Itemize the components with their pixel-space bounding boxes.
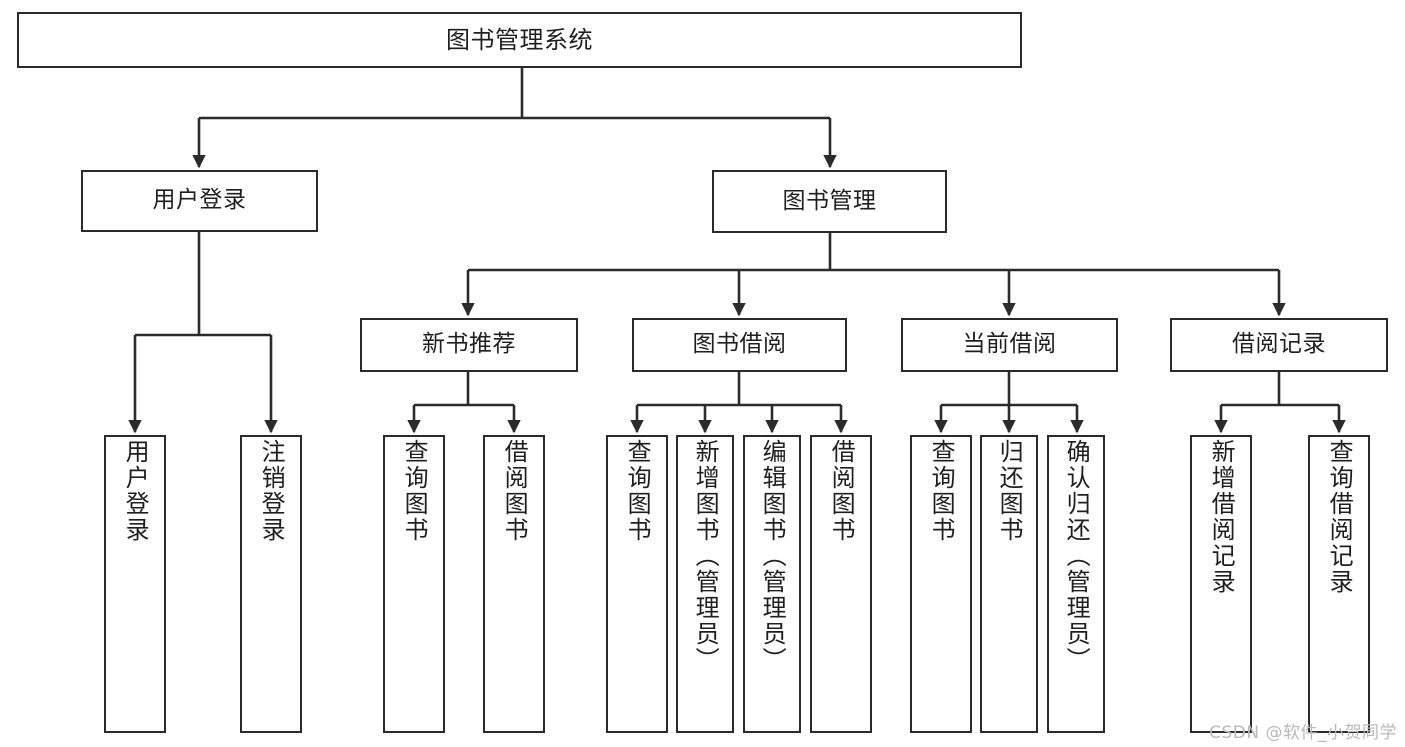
- csdn-watermark: CSDN @软件_小贺同学: [1209, 723, 1397, 743]
- node-leaf-add-book[interactable]: 新增图书（管理员）: [676, 435, 734, 733]
- node-leaf-user-logout-label: 注销登录: [257, 439, 286, 543]
- node-leaf-query-record[interactable]: 查询借阅记录: [1308, 435, 1370, 733]
- node-leaf-query-book-2[interactable]: 查询图书: [606, 435, 668, 733]
- node-borrow-record[interactable]: 借阅记录: [1170, 318, 1388, 372]
- node-leaf-add-record[interactable]: 新增借阅记录: [1190, 435, 1252, 733]
- node-leaf-edit-book[interactable]: 编辑图书（管理员）: [743, 435, 801, 733]
- node-leaf-return-book[interactable]: 归还图书: [980, 435, 1038, 733]
- node-current-borrow[interactable]: 当前借阅: [901, 318, 1118, 372]
- node-leaf-confirm-return[interactable]: 确认归还（管理员）: [1047, 435, 1105, 733]
- node-current-borrow-label: 当前借阅: [962, 331, 1057, 358]
- node-leaf-query-book-2-label: 查询图书: [623, 439, 652, 543]
- node-book-manage-label: 图书管理: [782, 187, 877, 214]
- node-leaf-edit-book-label: 编辑图书（管理员）: [758, 439, 787, 673]
- node-new-book-recommend[interactable]: 新书推荐: [360, 318, 578, 372]
- node-leaf-user-login-label: 用户登录: [121, 439, 150, 543]
- node-leaf-confirm-return-label: 确认归还（管理员）: [1062, 439, 1091, 673]
- node-leaf-borrow-book-1-label: 借阅图书: [500, 439, 529, 543]
- node-leaf-query-book-3[interactable]: 查询图书: [910, 435, 972, 733]
- node-user-login[interactable]: 用户登录: [81, 170, 318, 232]
- node-borrow-record-label: 借阅记录: [1232, 331, 1326, 358]
- node-book-manage[interactable]: 图书管理: [712, 170, 947, 233]
- node-leaf-borrow-book-1[interactable]: 借阅图书: [483, 435, 545, 733]
- node-leaf-query-book-1-label: 查询图书: [400, 439, 429, 543]
- node-book-borrow-label: 图书借阅: [692, 331, 787, 358]
- node-leaf-borrow-book-2-label: 借阅图书: [827, 439, 856, 543]
- node-leaf-user-logout[interactable]: 注销登录: [240, 435, 302, 733]
- node-leaf-add-book-label: 新增图书（管理员）: [691, 439, 720, 673]
- node-new-book-recommend-label: 新书推荐: [422, 331, 516, 358]
- node-leaf-return-book-label: 归还图书: [995, 439, 1024, 543]
- node-root[interactable]: 图书管理系统: [17, 12, 1022, 68]
- node-book-borrow[interactable]: 图书借阅: [632, 318, 847, 372]
- node-leaf-borrow-book-2[interactable]: 借阅图书: [810, 435, 872, 733]
- node-leaf-query-record-label: 查询借阅记录: [1325, 439, 1354, 595]
- node-leaf-query-book-3-label: 查询图书: [927, 439, 956, 543]
- node-user-login-label: 用户登录: [152, 187, 247, 214]
- node-leaf-query-book-1[interactable]: 查询图书: [383, 435, 445, 733]
- node-leaf-user-login[interactable]: 用户登录: [104, 435, 166, 733]
- node-root-label: 图书管理系统: [446, 25, 593, 54]
- node-leaf-add-record-label: 新增借阅记录: [1207, 439, 1236, 595]
